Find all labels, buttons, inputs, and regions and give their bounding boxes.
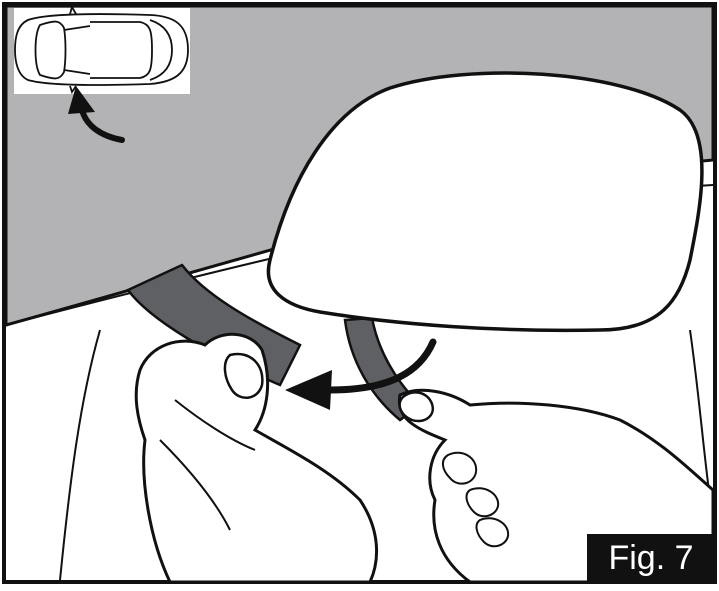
right-thumb-tip (400, 392, 433, 421)
figure-label: Fig. 7 (587, 534, 715, 582)
